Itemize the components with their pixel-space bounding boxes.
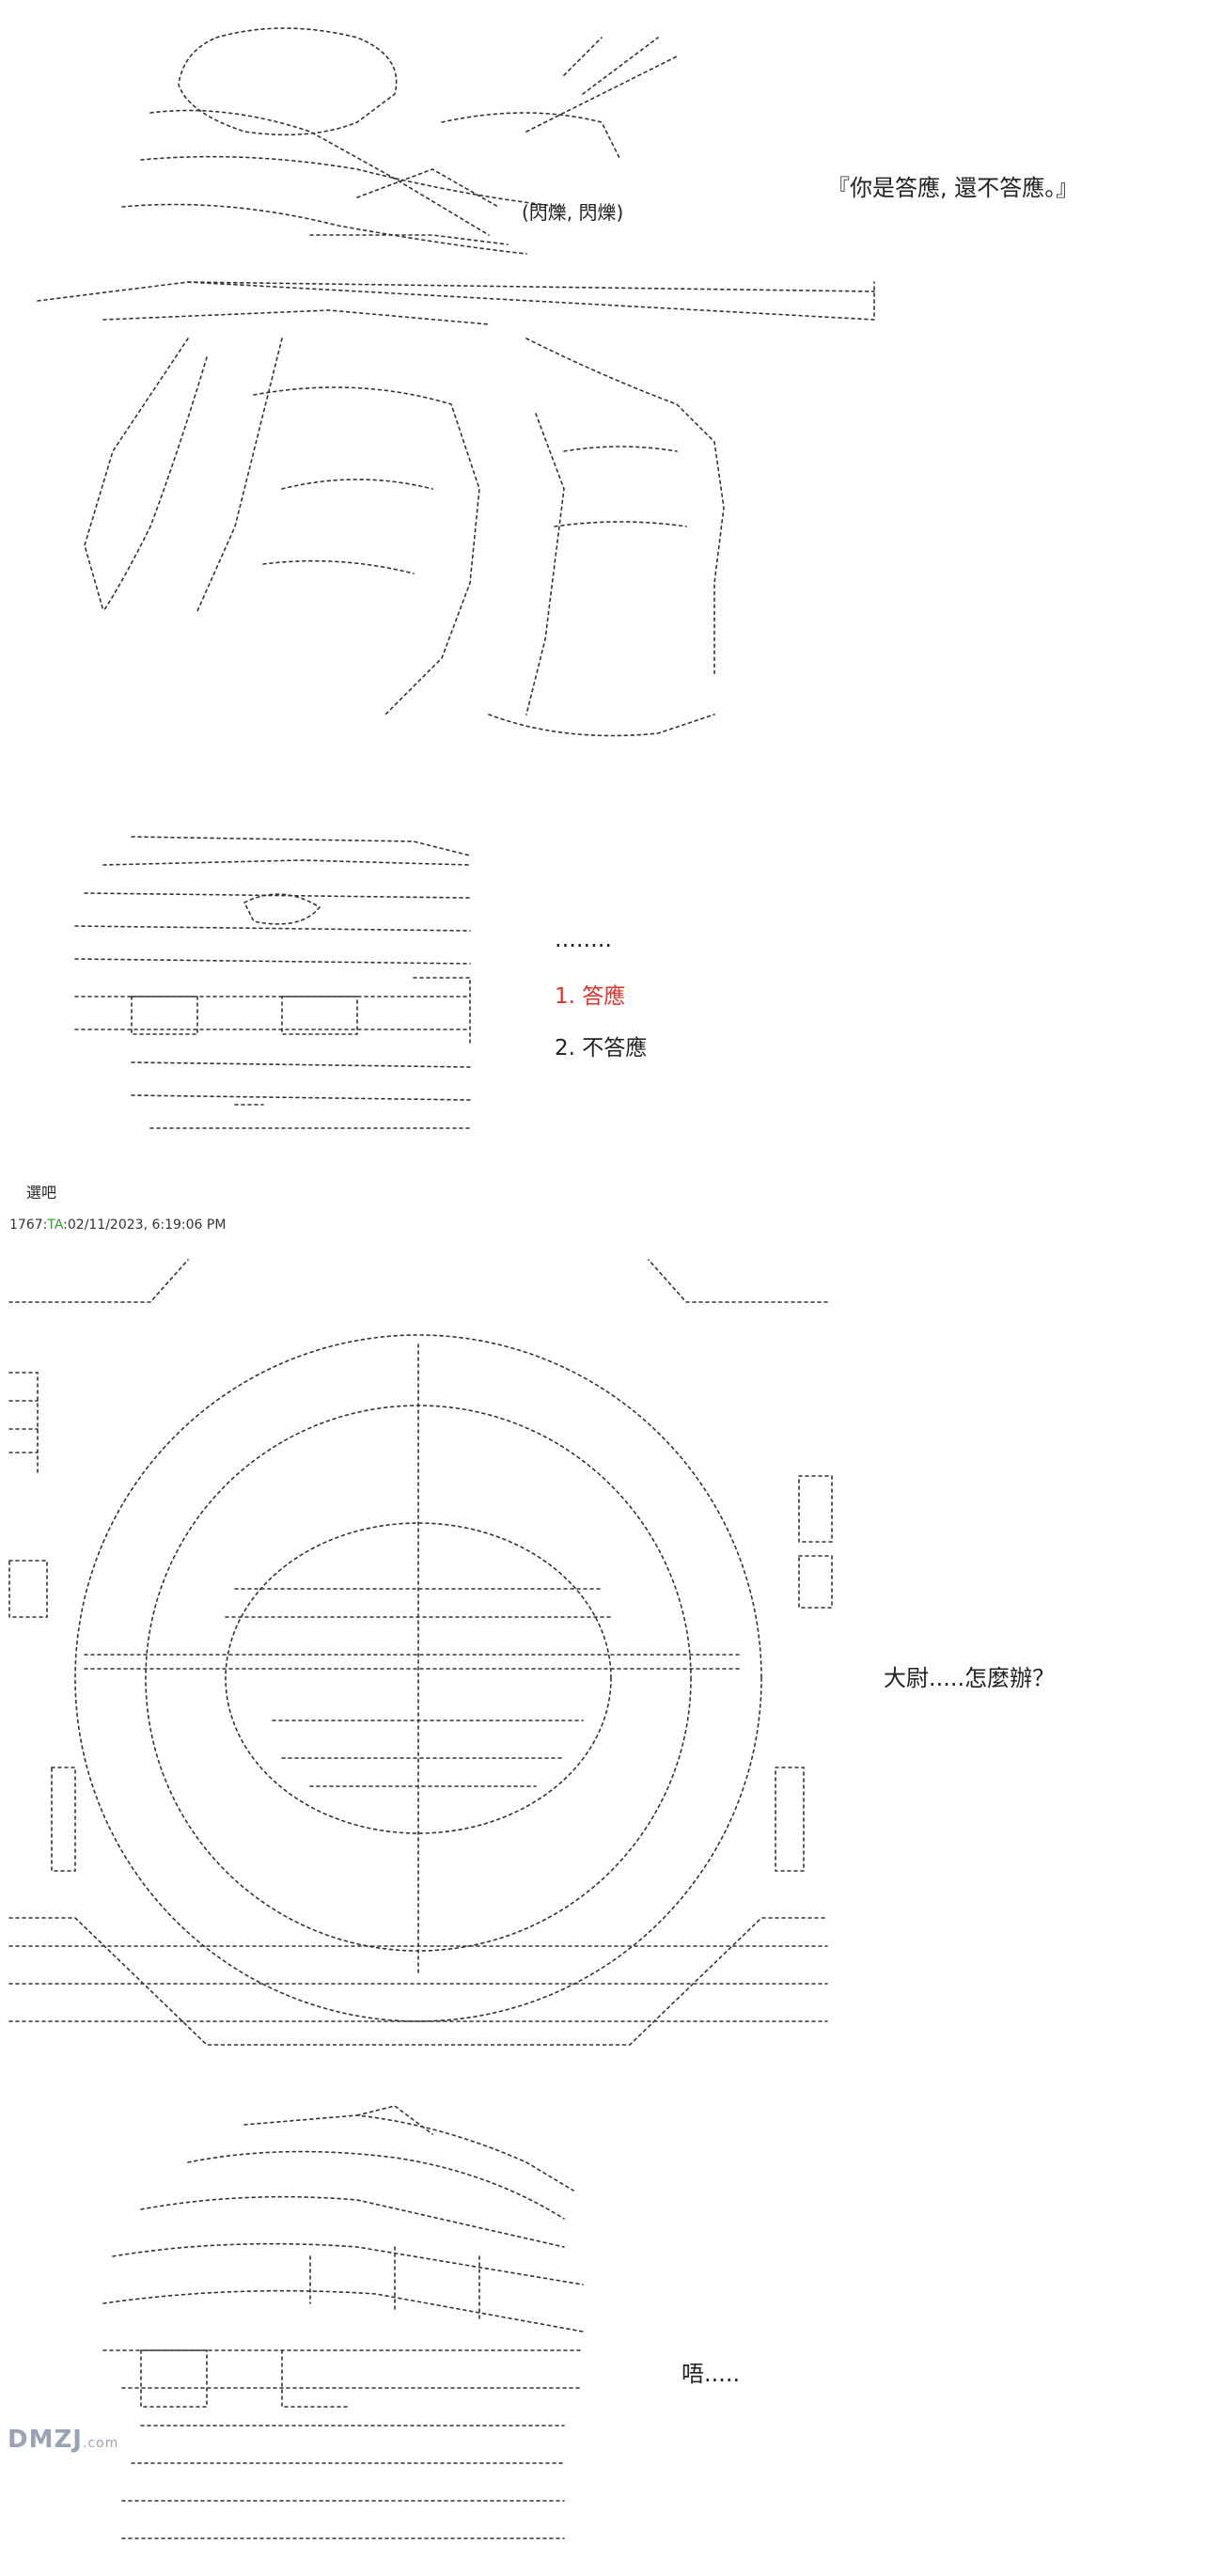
thinking-character-art bbox=[102, 2105, 584, 2539]
face-closeup-art bbox=[74, 836, 471, 1129]
captain-question-text: 大尉.....怎麼辦？ bbox=[884, 1665, 1056, 1691]
watermark-domain: .com bbox=[82, 2436, 119, 2451]
post-header: 1767:TA:02/11/2023, 6:19:06 PM bbox=[9, 1217, 226, 1233]
option-accept: 1. 答應 bbox=[555, 984, 626, 1009]
hmm-text: 唔..... bbox=[682, 2361, 741, 2387]
prompt-text: 選吧 bbox=[26, 1184, 57, 1202]
ellipsis-text: ........ bbox=[555, 926, 613, 952]
watermark-text: DMZJ bbox=[8, 2426, 83, 2454]
post-timestamp: :02/11/2023, 6:19:06 PM bbox=[63, 1217, 227, 1233]
girl-with-sword-art bbox=[37, 27, 875, 737]
quote-text: 『你是答應, 還不答應。』 bbox=[827, 175, 1079, 201]
option-refuse: 2. 不答應 bbox=[555, 1036, 648, 1060]
post-number: 1767: bbox=[9, 1217, 48, 1233]
post-tag: TA bbox=[47, 1217, 64, 1233]
scope-planet-art bbox=[8, 1259, 833, 2046]
watermark-logo: DMZJ.com bbox=[8, 2426, 118, 2454]
sfx-text: (閃爍, 閃爍) bbox=[522, 201, 624, 224]
